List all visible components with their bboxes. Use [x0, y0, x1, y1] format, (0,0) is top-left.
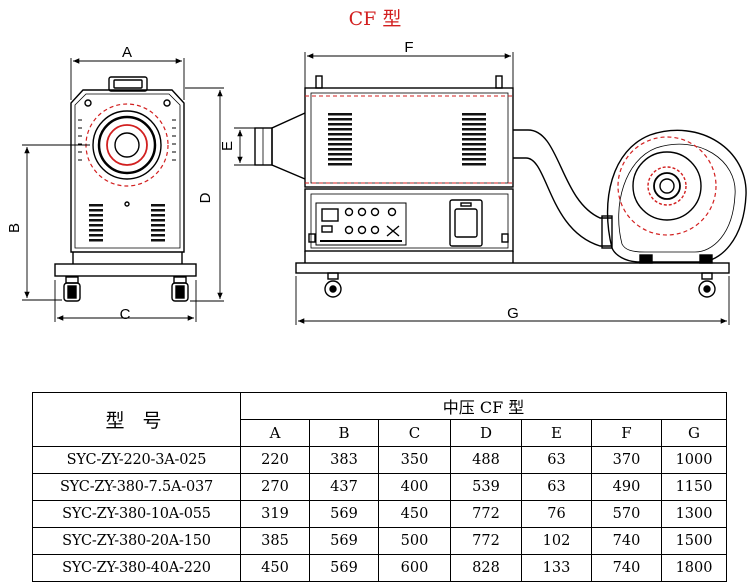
- column-header: D: [450, 419, 522, 447]
- dim-d-label: D: [197, 192, 214, 203]
- table-row: SYC-ZY-380-20A-150 385 569 500 772 102 7…: [32, 527, 728, 555]
- value-cell: 133: [521, 554, 592, 582]
- value-cell: 569: [309, 554, 379, 582]
- value-cell: 1800: [660, 554, 728, 582]
- column-header: G: [660, 419, 728, 447]
- value-cell: 63: [521, 446, 592, 474]
- column-header: E: [521, 419, 592, 447]
- dim-e-label: E: [219, 141, 236, 151]
- value-cell: 437: [309, 473, 379, 501]
- model-cell: SYC-ZY-380-40A-220: [32, 554, 241, 582]
- value-cell: 385: [240, 527, 310, 555]
- value-cell: 76: [521, 500, 592, 528]
- value-cell: 450: [378, 500, 451, 528]
- dim-f-label: F: [404, 39, 413, 56]
- column-header: A: [240, 419, 310, 447]
- model-cell: SYC-ZY-380-10A-055: [32, 500, 241, 528]
- group-header: 中压 CF 型: [239, 392, 728, 420]
- value-cell: 1150: [660, 473, 728, 501]
- value-cell: 1500: [660, 527, 728, 555]
- model-cell: SYC-ZY-380-20A-150: [32, 527, 241, 555]
- column-header: B: [309, 419, 379, 447]
- table-row: SYC-ZY-380-40A-220 450 569 600 828 133 7…: [32, 554, 728, 582]
- front-view: [54, 76, 197, 302]
- value-cell: 450: [240, 554, 310, 582]
- dim-c-label: C: [120, 306, 131, 323]
- value-cell: 600: [378, 554, 451, 582]
- column-header: F: [591, 419, 662, 447]
- column-header: C: [378, 419, 451, 447]
- table-row: SYC-ZY-220-3A-025 220 383 350 488 63 370…: [32, 446, 728, 474]
- dim-g-label: G: [507, 305, 519, 322]
- value-cell: 319: [240, 500, 310, 528]
- spec-table: 型 号 中压 CF 型 A B C D E F G SYC-ZY-220-3A-…: [32, 392, 728, 582]
- dim-a-label: A: [122, 44, 132, 61]
- value-cell: 740: [591, 527, 662, 555]
- value-cell: 488: [450, 446, 522, 474]
- value-cell: 740: [591, 554, 662, 582]
- value-cell: 383: [309, 446, 379, 474]
- drawing-title: CF 型: [348, 8, 402, 30]
- value-cell: 400: [378, 473, 451, 501]
- value-cell: 220: [240, 446, 310, 474]
- model-cell: SYC-ZY-220-3A-025: [32, 446, 241, 474]
- value-cell: 102: [521, 527, 592, 555]
- model-cell: SYC-ZY-380-7.5A-037: [32, 473, 241, 501]
- value-cell: 828: [450, 554, 522, 582]
- value-cell: 500: [378, 527, 451, 555]
- side-view: [254, 75, 747, 298]
- table-row: SYC-ZY-380-10A-055 319 569 450 772 76 57…: [32, 500, 728, 528]
- value-cell: 772: [450, 527, 522, 555]
- side-dimensions: [234, 52, 730, 325]
- value-cell: 370: [591, 446, 662, 474]
- model-header: 型 号: [32, 392, 241, 447]
- value-cell: 270: [240, 473, 310, 501]
- value-cell: 772: [450, 500, 522, 528]
- technical-drawing: A B C D: [6, 39, 747, 325]
- value-cell: 569: [309, 527, 379, 555]
- value-cell: 569: [309, 500, 379, 528]
- value-cell: 1300: [660, 500, 728, 528]
- value-cell: 490: [591, 473, 662, 501]
- value-cell: 1000: [660, 446, 728, 474]
- value-cell: 63: [521, 473, 592, 501]
- table-row: SYC-ZY-380-7.5A-037 270 437 400 539 63 4…: [32, 473, 728, 501]
- value-cell: 570: [591, 500, 662, 528]
- value-cell: 539: [450, 473, 522, 501]
- value-cell: 350: [378, 446, 451, 474]
- dim-b-label: B: [6, 223, 23, 233]
- front-dimensions: [22, 58, 224, 322]
